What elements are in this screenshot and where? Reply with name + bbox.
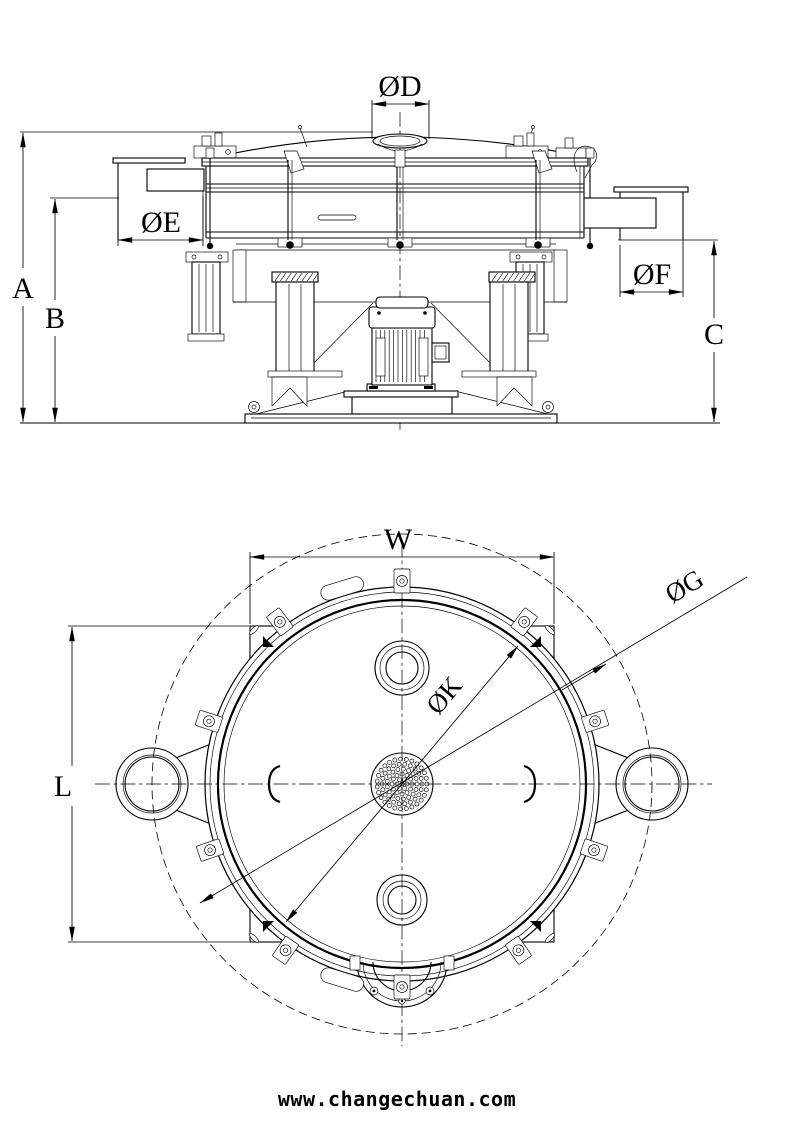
base-frame (20, 401, 720, 424)
handle-bottom (320, 967, 364, 992)
rim-clamp (580, 838, 608, 862)
vibration-motor (343, 296, 459, 417)
bracket-left (267, 764, 281, 804)
swing-clamp (394, 149, 406, 249)
rim-clamp (196, 838, 224, 862)
right-outlet-spout (583, 186, 689, 240)
rim-clamp-ring (195, 568, 609, 1000)
clamp-brackets-inner (267, 764, 537, 804)
pedestal-top-plate (343, 390, 459, 398)
rim-clamp (195, 710, 223, 733)
dimension-l: L (54, 625, 249, 943)
pedestal-base (351, 396, 453, 415)
right-skirt (496, 376, 533, 407)
rim-clamp (393, 974, 411, 1000)
website-url: www.changechuan.com (278, 1087, 516, 1111)
lifting-eye-left (248, 401, 260, 413)
center-inlet (372, 133, 428, 152)
lid-bolt-cluster-left (193, 132, 237, 159)
motor-top-cap (375, 296, 429, 309)
base-plate (244, 413, 558, 424)
rim-clamp (581, 710, 609, 733)
left-spring-column (267, 271, 343, 407)
dim-label-l: L (54, 770, 72, 803)
dim-label-a: A (12, 272, 34, 305)
screen-body (205, 166, 585, 251)
body-slot-mark (317, 214, 357, 221)
left-cylinder (185, 251, 229, 342)
dim-label-g: ØG (660, 563, 709, 609)
dim-label-d: ØD (378, 70, 421, 103)
dimension-e: ØE (117, 196, 204, 246)
bracket-right (523, 764, 537, 804)
rim-clamp (505, 936, 532, 965)
motor-upper-housing (368, 306, 436, 329)
dim-label-w: W (384, 523, 413, 556)
dim-label-e: ØE (141, 206, 181, 239)
left-skirt (271, 376, 308, 407)
dim-label-c: C (704, 318, 724, 351)
dimension-f: ØF (619, 196, 684, 297)
dimension-c: C (618, 239, 724, 423)
swing-clamps (205, 147, 595, 250)
braces (255, 302, 549, 415)
right-spring-column (461, 271, 537, 407)
deck-corner-marks (249, 625, 555, 943)
lid-handles (320, 576, 364, 992)
plan-view: W L ØG ØK (54, 523, 748, 1046)
handle-top (320, 576, 364, 601)
dimension-b: B (45, 197, 119, 423)
swing-clamp (205, 147, 215, 250)
phantom-base-circle (151, 533, 653, 1035)
swing-clamp (283, 150, 305, 249)
rim-clamp (510, 607, 538, 636)
dimension-a: A (12, 131, 373, 423)
rim-clamp (393, 568, 411, 594)
rim-clamp (266, 607, 294, 636)
lifting-eye-right (542, 401, 554, 413)
rim-clamp (272, 936, 299, 965)
dim-label-b: B (45, 302, 65, 335)
dimension-w: W (249, 523, 555, 624)
side-elevation-view: A B C ØD ØE ØF (12, 70, 724, 430)
swing-clamp (531, 150, 553, 249)
dim-label-f: ØF (633, 258, 671, 291)
dimension-d: ØD (371, 70, 430, 139)
